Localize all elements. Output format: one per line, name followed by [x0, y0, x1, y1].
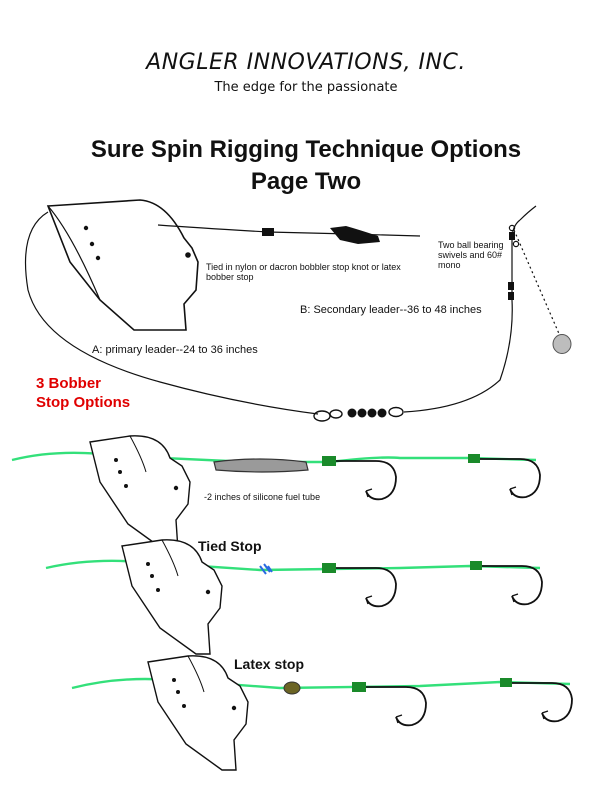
upper-swivels [508, 224, 520, 300]
sinker-dropper [513, 229, 561, 337]
option-tied-rig [45, 539, 543, 655]
blade-main [46, 199, 199, 331]
primary-leader-line [24, 211, 319, 415]
latex-bead [283, 681, 301, 695]
latex-stop-label: Latex stop [234, 656, 305, 672]
sinker [552, 334, 572, 354]
main-line-upper [157, 224, 421, 237]
main-rig [24, 199, 572, 422]
bobber-stop-knot [262, 228, 274, 236]
option-latex-rig [71, 655, 573, 771]
main-line-top [519, 205, 537, 221]
company-name: ANGLER INNOVATIONS, INC. [146, 50, 466, 75]
swivel-bead-chain [313, 406, 404, 422]
tube-note: -2 inches of silicone fuel tube [204, 492, 321, 502]
primary-leader-label: A: primary leader--24 to 36 inches [92, 344, 258, 356]
knot-note: Tied in nylon or dacron bobbler stop kno… [206, 262, 401, 282]
tied-stop-label: Tied Stop [198, 538, 262, 554]
option-tube-rig [11, 435, 541, 551]
tied-stop-knot [259, 563, 273, 575]
page-title: Sure Spin Rigging Technique Options [90, 136, 522, 163]
silicone-fuel-tube [213, 458, 309, 473]
bobber-stop-options-heading: 3 Bobber Stop Options [36, 375, 131, 411]
rig-weight [330, 226, 380, 244]
tagline: The edge for the passionate [214, 80, 398, 95]
swivel-note: Two ball bearing swivels and 60# mono [438, 240, 504, 270]
page-subtitle: Page Two [250, 168, 362, 195]
secondary-leader-label: B: Secondary leader--36 to 48 inches [300, 304, 482, 316]
